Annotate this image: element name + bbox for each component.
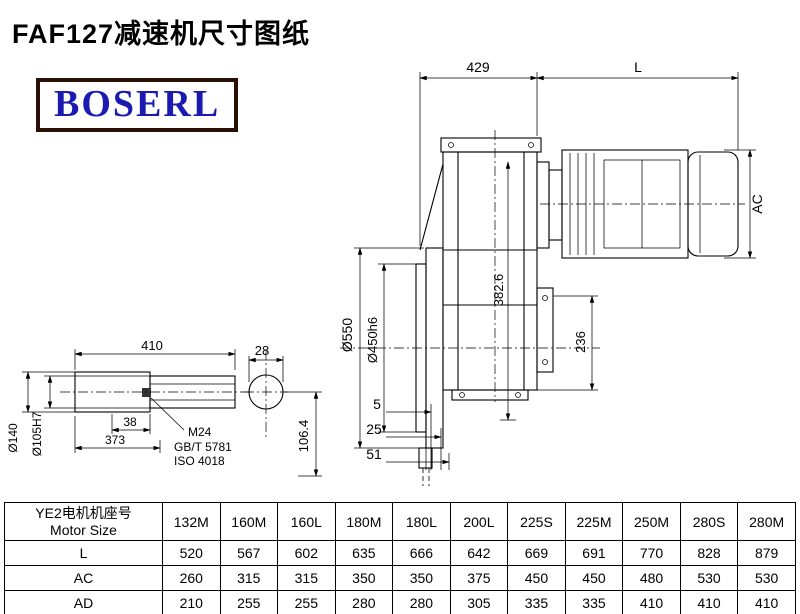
motor: [536, 149, 745, 259]
cell: 350: [334, 565, 394, 591]
table-row-AD: AD 210 255 255 280 280 305 335 335 410 4…: [4, 590, 796, 614]
cell: 530: [679, 565, 739, 591]
col-header: 180L: [392, 502, 451, 541]
dim-382-6: 382.6: [491, 161, 516, 421]
dim-106-4-label: 106.4: [296, 420, 311, 453]
cell: 315: [219, 565, 279, 591]
col-header: 160M: [219, 502, 279, 541]
cell: 335: [564, 590, 624, 614]
page-title: FAF127减速机尺寸图纸: [12, 19, 311, 49]
dimension-drawing: 429 L AC Ø550 Ø450h6 382.6: [6, 59, 765, 486]
dim-d550-label: Ø550: [339, 318, 355, 352]
row-label: L: [4, 540, 163, 566]
col-header: 225M: [564, 502, 624, 541]
note-m24-label: M24: [188, 425, 212, 439]
shaft-notes: M24 GB/T 5781 ISO 4018: [150, 397, 232, 468]
dim-28-label: 28: [255, 343, 269, 358]
cell: 669: [507, 540, 566, 566]
cell: 666: [392, 540, 451, 566]
cell: 410: [679, 590, 739, 614]
table-row-L: L 520 567 602 635 666 642 669 691 770 82…: [4, 540, 796, 566]
dim-38-label: 38: [123, 415, 137, 429]
note-iso-label: ISO 4018: [174, 454, 225, 468]
cell: 260: [162, 565, 221, 591]
motor-size-header-cn: YE2电机机座号: [35, 504, 132, 521]
dim-AC: AC: [724, 149, 765, 259]
boserl-logo-text: BOSERL: [54, 83, 221, 125]
dim-410-label: 410: [141, 338, 163, 353]
cell: 315: [277, 565, 336, 591]
row-label: AC: [4, 565, 163, 591]
dim-5-25-51: 5 25 51: [366, 396, 450, 470]
dim-38-373: 38 373: [74, 414, 161, 453]
gearbox-body: [419, 130, 554, 402]
cell: 410: [737, 590, 796, 614]
cell: 255: [277, 590, 336, 614]
row-label: AD: [4, 590, 163, 614]
dim-d550: Ø550: [339, 247, 424, 449]
dim-L-label: L: [634, 59, 642, 75]
boserl-logo: BOSERL: [36, 78, 239, 132]
col-header: 225S: [507, 502, 566, 541]
cell: 480: [622, 565, 681, 591]
note-gbt-label: GB/T 5781: [174, 440, 232, 454]
cell: 770: [622, 540, 681, 566]
dim-d140-d105: Ø140 Ø105H7: [6, 371, 150, 456]
motor-dimension-table: YE2电机机座号 Motor Size 132M 160M 160L 180M …: [4, 502, 796, 614]
cell: 410: [622, 590, 681, 614]
cell: 450: [507, 565, 566, 591]
cell: 350: [392, 565, 451, 591]
cell: 210: [162, 590, 221, 614]
dim-382-6-label: 382.6: [491, 274, 506, 307]
col-header: 280S: [679, 502, 739, 541]
cell: 530: [737, 565, 796, 591]
col-header: 250M: [622, 502, 681, 541]
dim-106-4: 106.4: [284, 391, 322, 477]
cell: 280: [334, 590, 394, 614]
dim-429-label: 429: [466, 59, 490, 75]
fan-cowl: [687, 151, 739, 257]
cell: 635: [334, 540, 394, 566]
col-header: 160L: [277, 502, 336, 541]
motor-size-header: YE2电机机座号 Motor Size: [4, 502, 163, 541]
cell: 642: [449, 540, 509, 566]
dim-373-label: 373: [105, 433, 125, 447]
col-header: 280M: [737, 502, 796, 541]
cell: 375: [449, 565, 509, 591]
dim-25-label: 25: [366, 421, 382, 437]
m24-tapped-hole: [142, 388, 151, 397]
shaft-detail: [60, 371, 250, 413]
dim-d450h6-label: Ø450h6: [365, 317, 380, 363]
cell: 335: [507, 590, 566, 614]
cell: 255: [219, 590, 279, 614]
table-row-AC: AC 260 315 315 350 350 375 450 450 480 5…: [4, 565, 796, 591]
col-header: 132M: [162, 502, 221, 541]
cell: 305: [449, 590, 509, 614]
cell: 602: [277, 540, 336, 566]
cell: 828: [679, 540, 739, 566]
dim-236-label: 236: [573, 331, 588, 353]
dim-d105h7-label: Ø105H7: [30, 411, 44, 456]
col-header: 180M: [334, 502, 394, 541]
dim-51-label: 51: [366, 446, 382, 462]
cell: 520: [162, 540, 221, 566]
cell: 567: [219, 540, 279, 566]
dim-d140-label: Ø140: [6, 423, 20, 453]
cell: 280: [392, 590, 451, 614]
dim-410: 410: [74, 338, 236, 370]
cell: 691: [564, 540, 624, 566]
dim-AC-label: AC: [749, 194, 765, 213]
dim-236: 236: [537, 295, 598, 391]
motor-size-header-en: Motor Size: [50, 521, 117, 538]
cell: 450: [564, 565, 624, 591]
dim-5-label: 5: [373, 396, 381, 412]
cell: 879: [737, 540, 796, 566]
dim-d450h6: Ø450h6: [365, 263, 416, 433]
col-header: 200L: [449, 502, 509, 541]
dim-429-L: 429 L: [419, 59, 739, 246]
shaft-section-view: 28: [244, 343, 288, 438]
table-header-row: YE2电机机座号 Motor Size 132M 160M 160L 180M …: [4, 502, 796, 541]
